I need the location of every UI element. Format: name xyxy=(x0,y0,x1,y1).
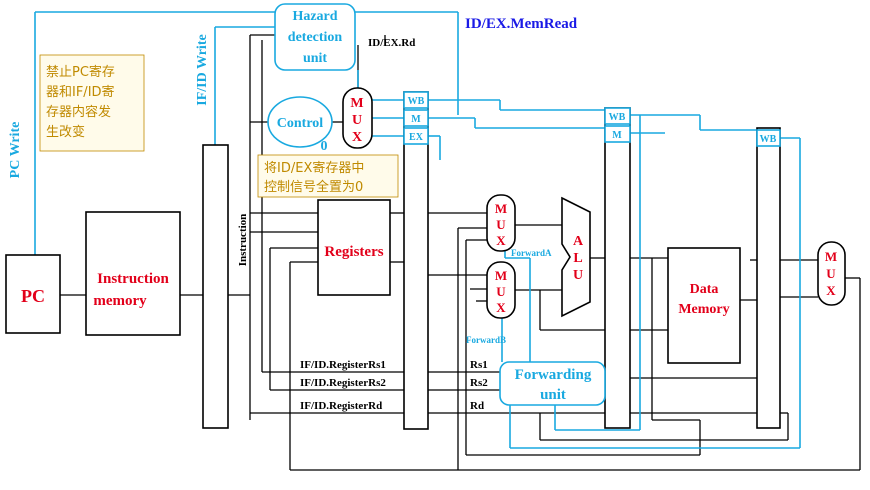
alu-block xyxy=(561,196,591,318)
alu-u: U xyxy=(573,268,583,283)
forward-mux-b xyxy=(486,261,516,319)
instruction-memory-block xyxy=(85,211,181,336)
id-ex-m-field xyxy=(403,109,429,127)
control-label: Control xyxy=(277,116,324,131)
instruction-label: Instruction xyxy=(237,214,249,267)
wb-mux-x: X xyxy=(826,283,836,298)
pc-write-label: PC Write xyxy=(8,122,23,179)
control-wires xyxy=(34,11,801,449)
idex-rd-label: ID/EX.Rd xyxy=(368,37,415,49)
control-unit xyxy=(267,96,333,148)
hazard-label-3: unit xyxy=(303,51,327,66)
id-ex-wb-text: WB xyxy=(408,96,425,107)
mux-b-m: M xyxy=(495,268,507,283)
stall-note-box xyxy=(39,54,145,152)
rs1-label: Rs1 xyxy=(470,359,488,371)
ex-mem-register xyxy=(604,107,631,429)
stall-note-line-3: 存器内容发 xyxy=(46,104,111,120)
hazard-label-1: Hazard xyxy=(292,9,337,24)
id-ex-ex-text: EX xyxy=(409,132,424,143)
instruction-memory-label-2: memory xyxy=(93,293,147,309)
stall-note-line-4: 生改变 xyxy=(46,124,85,140)
mux-a-m: M xyxy=(495,201,507,216)
wb-mux-m: M xyxy=(825,249,837,264)
alu-l: L xyxy=(573,251,582,266)
zero-note-line-2: 控制信号全置为0 xyxy=(264,179,363,195)
ifid-rs2-label: IF/ID.RegisterRs2 xyxy=(300,377,386,389)
idex-memread-label: ID/EX.MemRead xyxy=(465,16,578,32)
control-mux-x: X xyxy=(352,130,362,145)
rd-label: Rd xyxy=(470,400,484,412)
forwarding-label-2: unit xyxy=(540,387,566,403)
id-ex-m-text: M xyxy=(411,114,421,125)
mem-wb-wb-field xyxy=(756,129,781,147)
ifid-write-label: IF/ID Write xyxy=(195,34,210,105)
zero-input-label: 0 xyxy=(321,139,328,154)
forward-mux-a xyxy=(486,194,516,252)
id-ex-ex-field xyxy=(403,127,429,145)
ex-mem-wb-field xyxy=(604,107,631,125)
ex-mem-m-field xyxy=(604,125,631,143)
zero-note-line-1: 将ID/EX寄存器中 xyxy=(264,160,364,176)
if-id-register xyxy=(202,144,229,429)
data-memory-label-2: Memory xyxy=(678,302,729,317)
registers-label: Registers xyxy=(324,244,383,260)
ifid-rs1-label: IF/ID.RegisterRs1 xyxy=(300,359,386,371)
mux-b-x: X xyxy=(496,300,506,315)
zero-note-box xyxy=(257,154,399,198)
id-ex-register xyxy=(403,91,429,430)
ex-mem-m-text: M xyxy=(612,130,622,141)
alu-a: A xyxy=(573,234,584,249)
hazard-detection-unit xyxy=(274,3,356,71)
forwarding-unit xyxy=(499,361,606,406)
stall-note-line-1: 禁止PC寄存 xyxy=(46,64,115,80)
instruction-memory-label-1: Instruction xyxy=(97,271,169,287)
pc-block xyxy=(5,254,61,334)
mux-a-u: U xyxy=(496,217,506,232)
mem-wb-register xyxy=(756,127,781,429)
ex-mem-wb-text: WB xyxy=(609,112,626,123)
stall-note-line-2: 器和IF/ID寄 xyxy=(46,84,115,100)
rs2-label: Rs2 xyxy=(470,377,488,389)
control-mux xyxy=(342,87,373,149)
mux-a-x: X xyxy=(496,233,506,248)
mux-b-u: U xyxy=(496,284,506,299)
mem-wb-wb-text: WB xyxy=(760,134,777,145)
forward-b-label: ForwardB xyxy=(466,335,506,345)
id-ex-wb-field xyxy=(403,91,429,109)
pc-label: PC xyxy=(21,286,45,306)
hazard-label-2: detection xyxy=(288,30,343,45)
data-memory-block xyxy=(667,247,741,364)
writeback-mux xyxy=(817,241,846,306)
control-mux-m: M xyxy=(350,96,363,111)
forwarding-label-1: Forwarding xyxy=(515,367,592,383)
data-memory-label-1: Data xyxy=(690,282,719,297)
forward-a-label: ForwardA xyxy=(511,248,552,258)
wb-mux-u: U xyxy=(826,266,836,281)
registers-block xyxy=(317,199,391,296)
control-mux-u: U xyxy=(352,113,362,128)
datapath-wires xyxy=(60,34,861,471)
ifid-rd-label: IF/ID.RegisterRd xyxy=(300,400,382,412)
